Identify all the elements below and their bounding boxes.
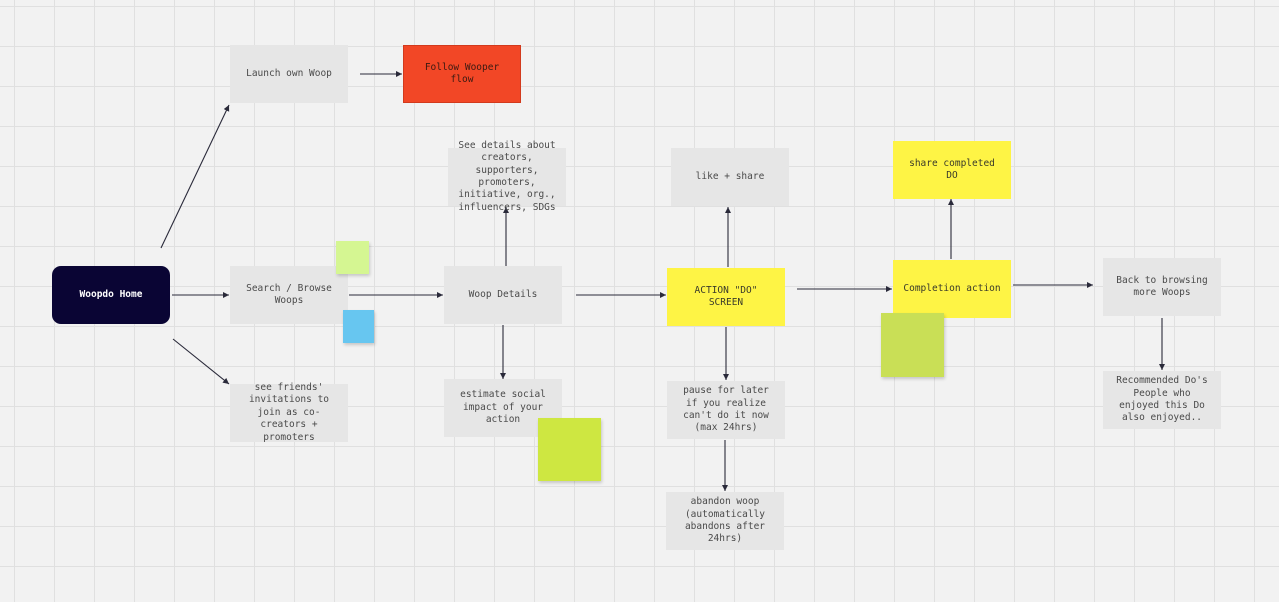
node-label: Follow Wooper flow — [424, 61, 500, 85]
node-woop-details[interactable]: Woop Details — [444, 266, 562, 324]
node-label: see friends' invitations to join as co-c… — [248, 382, 330, 443]
node-pause-for-later[interactable]: pause for later if you realize can't do … — [667, 381, 785, 439]
sticky-note-search-top[interactable] — [336, 241, 369, 274]
node-label: pause for later if you realize can't do … — [683, 385, 769, 434]
node-like-share[interactable]: like + share — [671, 148, 789, 206]
node-friends-invitations[interactable]: see friends' invitations to join as co-c… — [230, 382, 348, 443]
node-see-details[interactable]: See details about creators, supporters, … — [448, 140, 566, 213]
node-search-browse-woops[interactable]: Search / Browse Woops — [230, 266, 348, 324]
node-share-completed-do[interactable]: share completed DO — [893, 141, 1011, 199]
node-label: Woopdo Home — [79, 288, 143, 300]
node-action-do-screen[interactable]: ACTION "DO" SCREEN — [667, 268, 785, 326]
node-follow-wooper-flow[interactable]: Follow Wooper flow — [403, 45, 521, 103]
sticky-note-impact[interactable] — [538, 418, 601, 481]
node-launch-own-woop[interactable]: Launch own Woop — [230, 45, 348, 103]
node-label: Recommended Do's People who enjoyed this… — [1116, 375, 1208, 424]
node-label: abandon woop (automatically abandons aft… — [684, 496, 766, 545]
node-label: like + share — [695, 170, 765, 182]
node-label: estimate social impact of your action — [460, 389, 546, 426]
node-label: Back to browsing more Woops — [1116, 274, 1208, 298]
node-label: See details about creators, supporters, … — [458, 139, 556, 213]
node-label: share completed DO — [909, 157, 995, 181]
node-label: ACTION "DO" SCREEN — [694, 284, 758, 308]
node-woopdo-home[interactable]: Woopdo Home — [52, 266, 170, 324]
arrow-home-to-friends — [172, 338, 230, 385]
node-recommended-dos[interactable]: Recommended Do's People who enjoyed this… — [1103, 371, 1221, 429]
node-label: Search / Browse Woops — [246, 282, 332, 306]
sticky-note-search-bottom[interactable] — [343, 310, 374, 343]
node-back-to-browsing[interactable]: Back to browsing more Woops — [1103, 258, 1221, 316]
node-label: Woop Details — [468, 288, 538, 300]
sticky-note-completion[interactable] — [881, 313, 944, 377]
node-completion-action[interactable]: Completion action — [893, 260, 1011, 318]
node-label: Completion action — [903, 282, 1001, 294]
node-abandon-woop[interactable]: abandon woop (automatically abandons aft… — [666, 492, 784, 550]
arrow-home-to-launch — [160, 104, 230, 249]
node-label: Launch own Woop — [246, 67, 332, 79]
